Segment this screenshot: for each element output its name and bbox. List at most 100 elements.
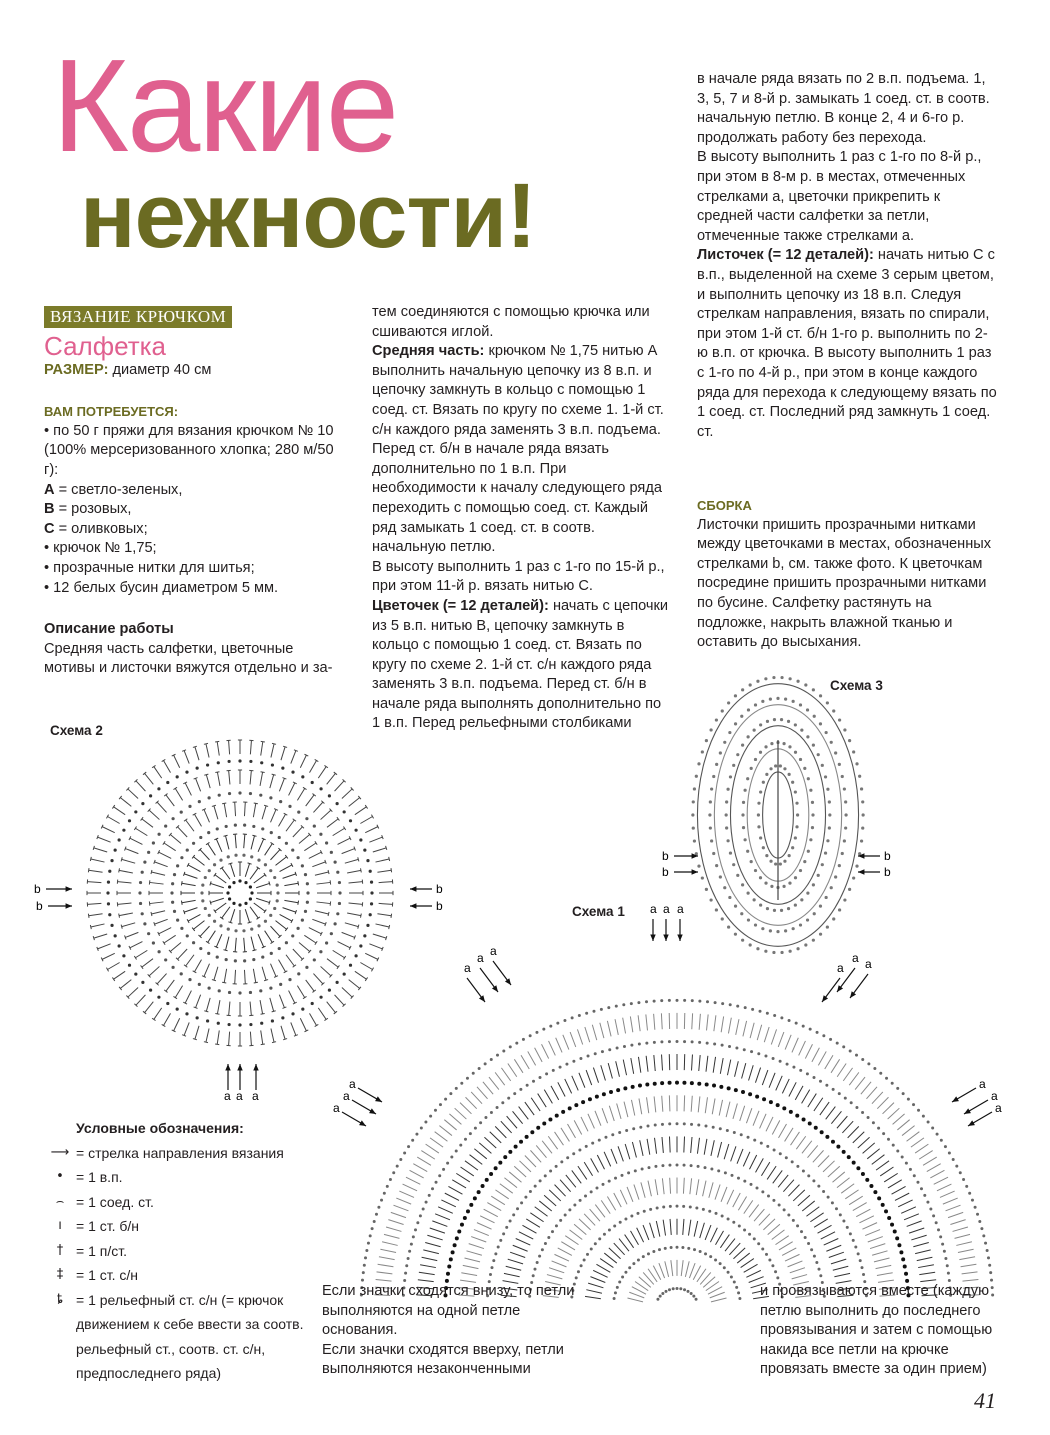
stitch xyxy=(853,1203,867,1211)
chain-stitch xyxy=(773,1148,776,1151)
stitch xyxy=(262,806,266,819)
stitch xyxy=(470,1155,483,1165)
chain-stitch xyxy=(699,1250,702,1253)
stitch xyxy=(662,1055,663,1071)
stitch xyxy=(585,1296,601,1298)
chain-stitch xyxy=(940,1139,943,1142)
chain-stitch xyxy=(828,826,831,829)
chain-stitch xyxy=(660,1040,663,1043)
arrowhead xyxy=(66,903,72,908)
chain-stitch xyxy=(736,1005,739,1008)
chain-stitch xyxy=(743,1180,746,1183)
stitch xyxy=(349,903,363,904)
stitch xyxy=(430,1228,445,1233)
chain-stitch xyxy=(740,715,743,718)
stitch xyxy=(379,1257,395,1260)
chain-stitch xyxy=(244,902,247,905)
stitch xyxy=(771,1029,776,1044)
chain-stitch xyxy=(687,1247,690,1250)
chain-stitch xyxy=(706,1042,709,1045)
chain-stitch xyxy=(530,1130,534,1134)
stitch xyxy=(907,1132,920,1142)
chain-stitch xyxy=(698,1000,701,1003)
chain-stitch xyxy=(865,1178,869,1182)
mark-label: b xyxy=(34,882,41,896)
stitch-cap xyxy=(252,950,256,951)
chain-stitch xyxy=(920,1187,923,1190)
stitch xyxy=(530,1150,541,1162)
chain-stitch xyxy=(469,1203,473,1207)
stitch xyxy=(785,1128,793,1142)
stitch xyxy=(911,1235,926,1240)
stitch-cap xyxy=(88,868,89,872)
chain-stitch xyxy=(616,1088,620,1092)
stitch xyxy=(778,1175,788,1187)
stitch xyxy=(150,902,164,904)
chain-stitch xyxy=(228,885,231,888)
stitch xyxy=(484,1209,498,1217)
chain-stitch xyxy=(439,1103,442,1106)
stitch xyxy=(818,1156,829,1168)
stitch xyxy=(821,1232,835,1239)
stitch xyxy=(655,1138,657,1154)
stitch xyxy=(710,1228,717,1242)
stitch xyxy=(930,1170,944,1178)
chain-stitch xyxy=(804,943,807,946)
stitch xyxy=(764,1027,769,1042)
stitch xyxy=(646,1056,648,1072)
stitch xyxy=(614,1193,621,1207)
chain-stitch xyxy=(692,800,695,803)
chain-stitch xyxy=(683,1164,686,1167)
stitch-cap xyxy=(88,914,89,918)
chain-stitch xyxy=(180,810,183,813)
chain-stitch xyxy=(831,1140,835,1144)
chain-stitch xyxy=(434,1109,437,1112)
stitch xyxy=(718,1142,722,1157)
stitch xyxy=(620,1190,627,1205)
stitch-cap xyxy=(154,860,155,864)
stitch xyxy=(937,1184,951,1191)
chain-stitch xyxy=(639,1126,642,1129)
stitch xyxy=(373,934,386,938)
chain-stitch xyxy=(757,1052,760,1055)
chain-stitch xyxy=(653,1041,656,1044)
chain-stitch xyxy=(742,826,745,829)
mark-label: b xyxy=(662,849,669,863)
chain-stitch xyxy=(813,715,816,718)
stitch xyxy=(200,926,209,936)
stitch xyxy=(631,1231,639,1245)
stitch-cap xyxy=(386,846,387,850)
chain-stitch xyxy=(965,1185,968,1188)
legend-text: = стрелка направления вязания xyxy=(76,1141,284,1166)
stitch xyxy=(280,865,292,872)
chain-stitch xyxy=(208,914,211,917)
chain-stitch xyxy=(438,1174,441,1177)
chain-stitch xyxy=(860,839,863,842)
stitch xyxy=(466,1097,477,1108)
chain-stitch xyxy=(238,791,241,794)
chain-stitch xyxy=(861,1058,864,1061)
chain-stitch xyxy=(180,927,183,930)
stitch-cap xyxy=(194,778,198,780)
stitch xyxy=(142,959,153,967)
stitch xyxy=(125,849,138,854)
chain-stitch xyxy=(729,775,732,778)
arrowhead xyxy=(822,995,828,1002)
chain-stitch xyxy=(660,999,663,1002)
stitch xyxy=(377,870,391,872)
stitch xyxy=(154,862,167,867)
chain-stitch xyxy=(974,1206,977,1209)
chain-stitch xyxy=(705,739,708,742)
chain-stitch xyxy=(819,694,822,697)
stitch xyxy=(235,938,236,952)
stitch xyxy=(901,1207,916,1213)
chain-stitch xyxy=(709,898,712,901)
stitch xyxy=(556,1038,562,1053)
chain-stitch xyxy=(710,787,713,790)
stitch xyxy=(595,1205,605,1218)
chain-stitch xyxy=(664,1247,667,1250)
chain-stitch xyxy=(336,871,339,874)
chain-stitch xyxy=(753,1237,756,1240)
chain-stitch xyxy=(693,1248,696,1251)
chain-stitch xyxy=(405,1264,408,1267)
